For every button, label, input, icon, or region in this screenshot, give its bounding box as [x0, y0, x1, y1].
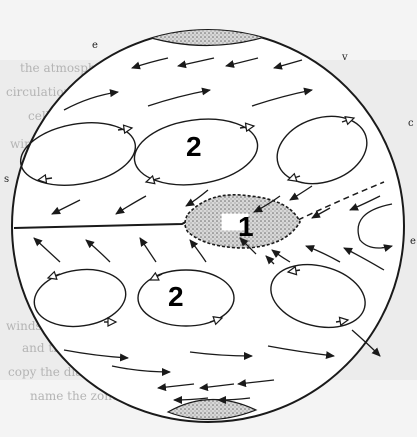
zone-label-2-north: 2: [186, 131, 202, 162]
answer-box-nw[interactable]: [62, 140, 92, 156]
zone-label-1: 1: [238, 211, 254, 242]
edge-glyph-top-left: e: [92, 40, 98, 51]
edge-glyph-left-mid: s: [4, 174, 9, 185]
zone-label-2-south: 2: [168, 281, 184, 312]
answer-box-n-center[interactable]: [206, 142, 226, 158]
answer-box-sw[interactable]: [62, 294, 94, 310]
edge-glyph-right-mid: e: [410, 236, 416, 247]
answer-box-ne[interactable]: [310, 138, 336, 154]
answer-box-se[interactable]: [300, 290, 330, 306]
answer-box-s-center[interactable]: [186, 292, 206, 308]
edge-glyph-top-right: v: [341, 52, 348, 63]
edge-glyph-right-upper: c: [408, 118, 414, 129]
